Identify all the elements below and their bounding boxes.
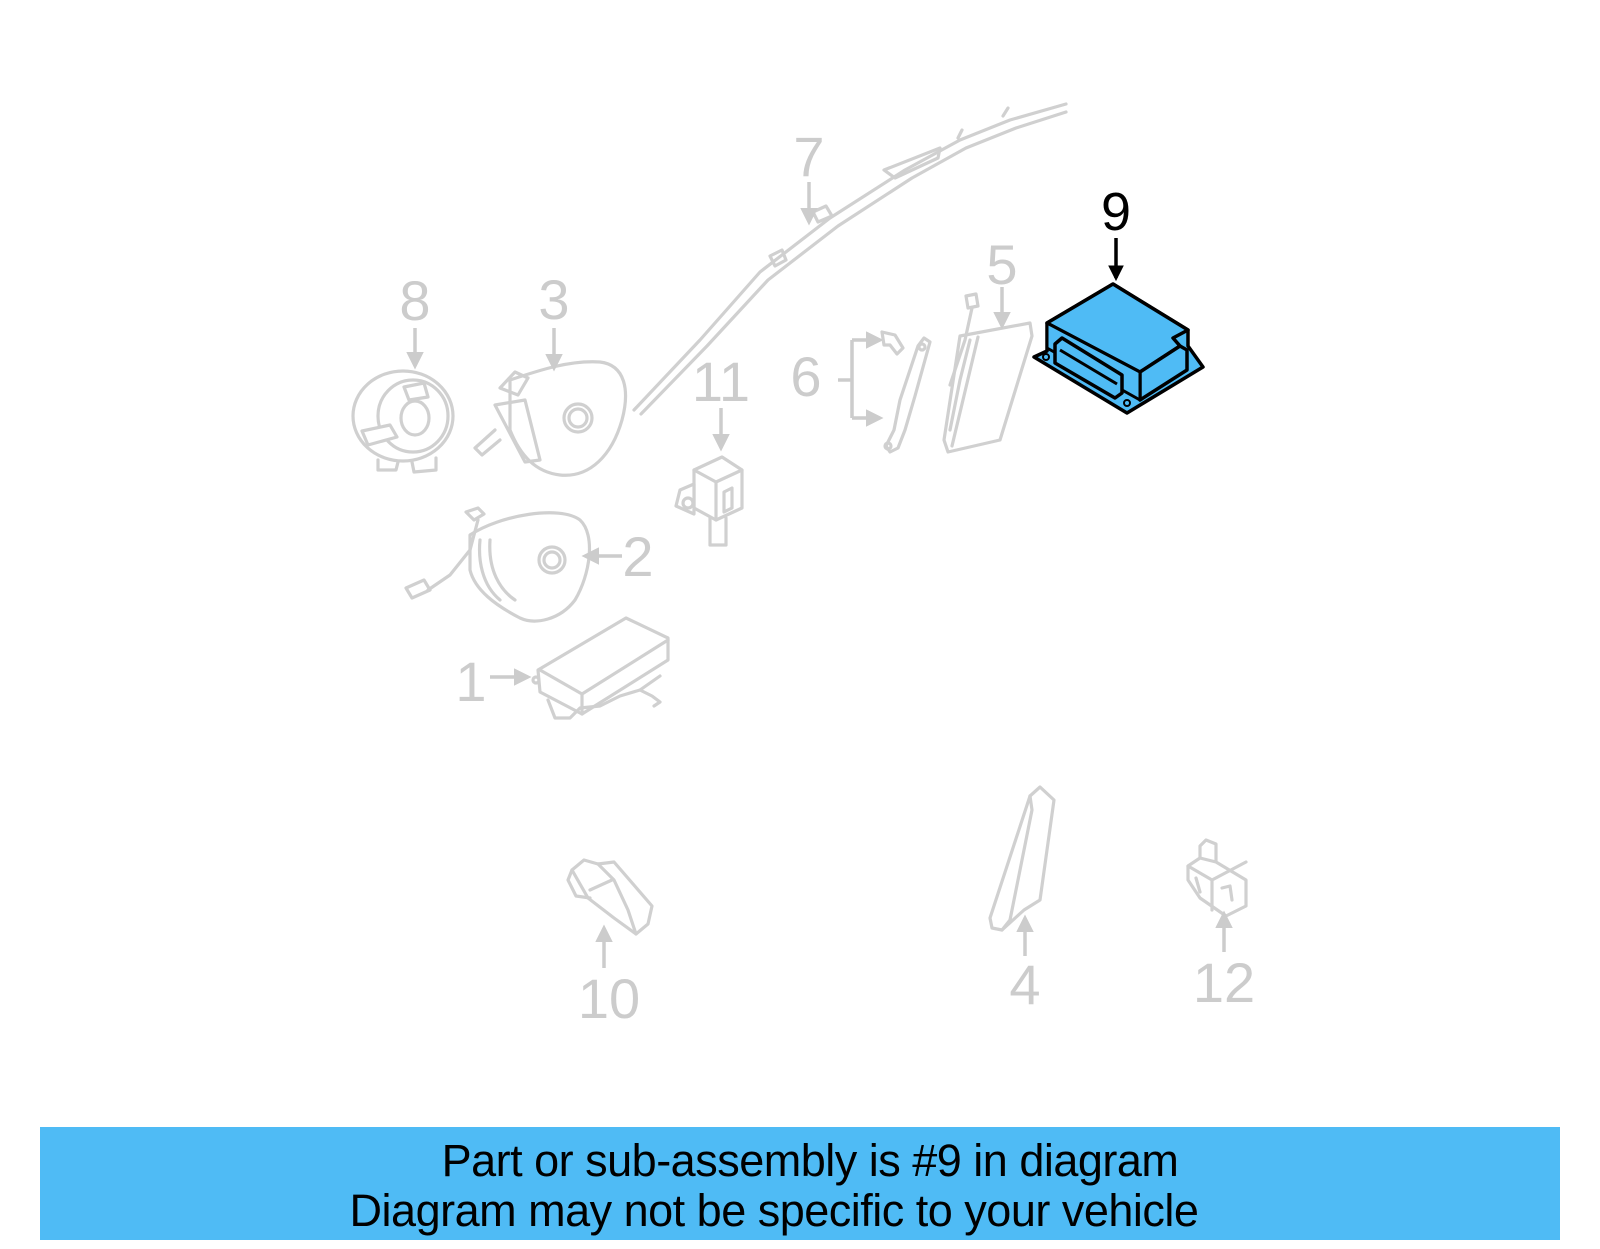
callout-10: 10	[578, 967, 640, 1030]
part-6-brackets[interactable]: 6	[790, 330, 932, 454]
callout-12: 12	[1193, 951, 1255, 1014]
callout-4: 4	[1009, 953, 1040, 1016]
callout-7: 7	[793, 125, 824, 188]
part-10-impact-sensor[interactable]: 10	[566, 858, 654, 1030]
part-12-sensor[interactable]: 12	[1186, 838, 1255, 1014]
banner-disclaimer: Diagram may not be specific to your vehi…	[349, 1185, 1199, 1236]
callout-3: 3	[538, 268, 569, 331]
callout-2: 2	[622, 525, 653, 588]
callout-5: 5	[986, 233, 1017, 296]
banner-part-reference: Part or sub-assembly is #9 in diagram	[441, 1135, 1179, 1186]
part-1-passenger-airbag[interactable]: 1	[455, 616, 670, 720]
part-7-curtain-airbag[interactable]: 7	[632, 102, 1068, 416]
part-2-driver-airbag-harness[interactable]: 2	[404, 506, 654, 623]
callout-1: 1	[455, 650, 486, 713]
part-5-side-airbag[interactable]: 5	[942, 233, 1034, 454]
part-4-knee-airbag-trim[interactable]: 4	[988, 785, 1056, 1016]
part-9-airbag-control-module[interactable]: 9	[1032, 182, 1205, 415]
callout-8: 8	[399, 269, 430, 332]
callout-6: 6	[790, 345, 821, 408]
parts-diagram: 7 8 3 11	[351, 102, 1255, 1030]
part-8-clock-spring[interactable]: 8	[351, 269, 455, 474]
info-banner: Part or sub-assembly is #9 in diagram Di…	[40, 1127, 1560, 1240]
part-11-impact-sensor[interactable]: 11	[674, 350, 750, 547]
callout-9: 9	[1101, 182, 1131, 242]
callout-11: 11	[692, 350, 750, 413]
part-3-driver-airbag[interactable]: 3	[473, 268, 628, 477]
